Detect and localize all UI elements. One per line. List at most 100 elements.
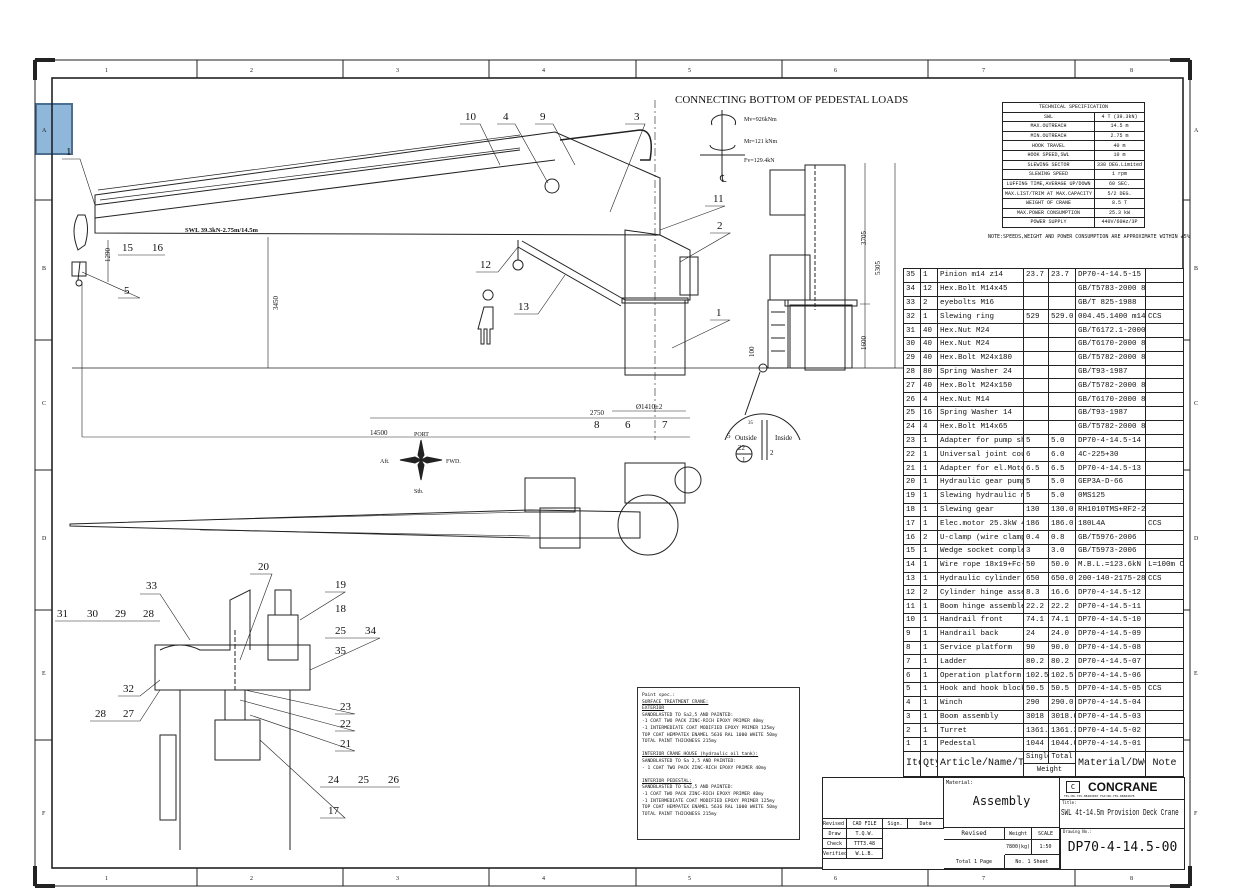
part-total-weight (1048, 405, 1076, 421)
part-name: eyebolts M16 (937, 295, 1024, 311)
drawing-label: 28 (95, 708, 107, 720)
part-item: 32 (903, 309, 921, 325)
part-material: GB/T93-1987 (1075, 364, 1146, 380)
paint-line: SANDBLASTED TO Sa2,5 AND PAINTED: (642, 712, 734, 718)
spec-value: 10 m (1094, 149, 1146, 161)
part-total-weight: 23.7 (1048, 268, 1076, 283)
centerline-symbol: ℄ (719, 174, 727, 185)
part-qty: 4 (920, 392, 938, 407)
drawing-number-cell: Drawing No.: DP70-4-14.5-00 (1060, 829, 1184, 869)
spec-title: TECHNICAL SPECIFICATION (1001, 102, 1146, 113)
part-name: Hex.Bolt M14x45 (937, 281, 1024, 297)
part-qty: 1 (920, 612, 938, 628)
label-material: Material: (946, 780, 974, 786)
part-single-weight: 74.1 (1023, 612, 1049, 628)
part-qty: 1 (920, 599, 938, 614)
load-fv: Fv=129.4kN (744, 158, 775, 164)
part-total-weight (1048, 419, 1076, 435)
part-name: Slewing hydraulic motor (937, 488, 1024, 504)
loads-title: CONNECTING BOTTOM OF PEDESTAL LOADS (675, 94, 908, 106)
sheet-number: No. 1 Sheet (1005, 855, 1060, 869)
part-name: Hydraulic cylinder (937, 571, 1024, 587)
part-qty: 4 (920, 419, 938, 435)
part-item: 30 (903, 336, 921, 352)
part-item: 26 (903, 392, 921, 407)
part-item: 23 (903, 433, 921, 449)
part-total-weight: 24.0 (1048, 626, 1076, 642)
spec-label: MIN.OUTREACH (1001, 130, 1096, 142)
drawing-title: SWL 4t-14.5m Provision Deck Crane (1061, 808, 1179, 818)
label-cad-file: CAD FILE (847, 819, 883, 829)
part-total-weight: 1044.0 (1048, 737, 1076, 752)
part-item: 6 (903, 668, 921, 683)
load-mr: Mr=121 kNm (744, 139, 778, 145)
drawing-label: B (42, 266, 46, 272)
spec-value: 5/2 DEG. (1094, 188, 1146, 199)
part-single-weight: 5 (1023, 474, 1049, 490)
drawing-label: 100 (748, 346, 756, 357)
part-single-weight: 80.2 (1023, 654, 1049, 670)
paint-line: -1 COAT TWO PACK ZINC-RICH EPOXY PRIMER … (642, 791, 764, 797)
header-item: Item (903, 750, 921, 777)
part-single-weight: 650 (1023, 571, 1049, 587)
drawing-label: Ø1410±2 (636, 403, 663, 411)
part-item: 22 (903, 447, 921, 463)
part-note (1145, 599, 1184, 614)
label-title: Title: (1062, 800, 1077, 805)
drawing-label: 1 (105, 876, 108, 882)
part-qty: 1 (920, 626, 938, 642)
drawing-label: 25 (335, 625, 347, 637)
drawing-label: 31 (57, 608, 68, 620)
part-total-weight: 130.0 (1048, 502, 1076, 518)
drawing-label: FWD. (446, 459, 461, 465)
part-qty: 1 (920, 557, 938, 573)
part-note (1145, 364, 1184, 380)
drawing-label: Outside (735, 434, 757, 442)
part-note (1145, 612, 1184, 628)
part-single-weight: 130 (1023, 502, 1049, 518)
page-count: Total 1 Page (944, 855, 1005, 869)
drawing-label: 11 (713, 193, 724, 205)
part-material: 200-140-2175-2868 (1075, 571, 1146, 587)
spec-value: 330 DEG.Limited (1094, 159, 1146, 171)
part-name: Hex.Bolt M24x150 (937, 378, 1024, 394)
part-single-weight (1023, 281, 1049, 297)
part-qty: 40 (920, 323, 938, 338)
part-name: Ladder (937, 654, 1024, 670)
part-material: GB/T5783-2000 8.8 grade (1075, 281, 1146, 297)
part-material: GB/T5782-2000 8.8 grade (1075, 350, 1146, 366)
part-total-weight: 1361.3 (1048, 723, 1076, 739)
part-note (1145, 488, 1184, 504)
part-qty: 12 (920, 281, 938, 297)
part-item: 27 (903, 378, 921, 394)
drawing-label: Inside (775, 434, 792, 442)
pedestal-loads (700, 110, 745, 175)
drawing-label: 6 (625, 419, 631, 431)
part-qty: 1 (920, 681, 938, 697)
spec-label: MAX.OUTREACH (1001, 121, 1096, 132)
spec-label: MAX.LIST/TRIM AT MAX.CAPACITY (1001, 188, 1096, 199)
drawing-label: 4 (503, 111, 509, 123)
part-note (1145, 336, 1184, 352)
drawing-label: 1 (105, 68, 108, 74)
paint-line: TOTAL PAINT THICKNESS 215my (642, 811, 717, 817)
part-total-weight: 80.2 (1048, 654, 1076, 670)
part-material: GB/T5782-2000 8.8 grade (1075, 419, 1146, 435)
compass-rose (399, 439, 443, 481)
drawing-label: 1 (66, 146, 72, 158)
part-item: 31 (903, 323, 921, 338)
label-date: Date (908, 819, 944, 829)
part-qty: 1 (920, 640, 938, 656)
part-material: DP70-4-14.5-11 (1075, 599, 1146, 614)
